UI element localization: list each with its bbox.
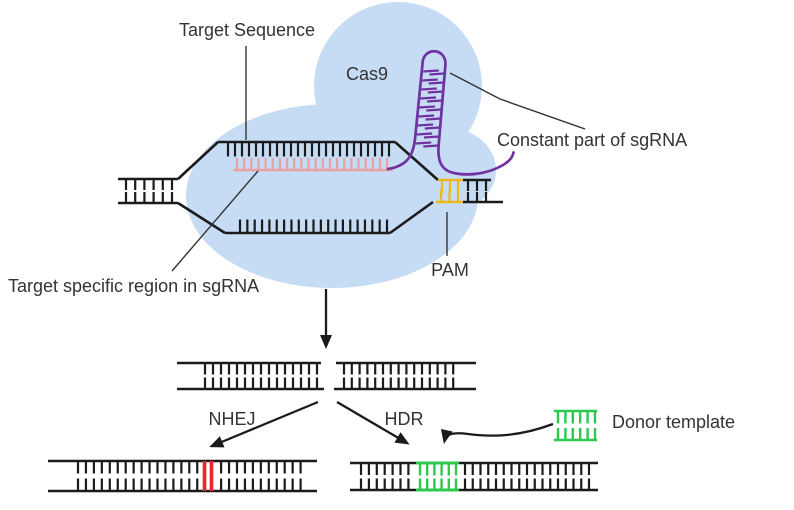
hairpin-rung	[423, 135, 440, 139]
hairpin-rung	[419, 105, 436, 109]
hairpin-rung	[416, 132, 433, 136]
hairpin-rung	[427, 90, 443, 94]
diagram-labels: Target Sequence Cas9 Constant part of sg…	[8, 20, 735, 432]
hairpin-rung	[417, 123, 434, 127]
donor-template-arrow	[440, 422, 554, 444]
strand-segment	[394, 141, 439, 181]
target-specific-pointer	[171, 170, 259, 272]
hairpin-rung	[424, 126, 440, 130]
nhej-result-dna	[48, 459, 317, 493]
hairpin-rung	[423, 69, 439, 73]
hdr-result-dna	[350, 461, 598, 492]
hairpin-rung	[427, 99, 443, 103]
hairpin-rung	[426, 108, 442, 112]
cut-dna	[177, 361, 476, 391]
hairpin-rung	[423, 144, 439, 148]
label-target-sequence: Target Sequence	[179, 20, 315, 40]
sgrna-target-strand	[233, 158, 393, 172]
label-hdr: HDR	[385, 409, 424, 429]
constant-sgrna-pointer	[449, 72, 586, 130]
hairpin-rung	[415, 141, 432, 145]
hairpin-rung	[418, 114, 435, 118]
hairpin-rung	[420, 96, 437, 100]
label-cas9: Cas9	[346, 64, 388, 84]
nhej-arrow	[209, 400, 319, 448]
hairpin-rung	[425, 117, 441, 121]
hairpin-rung	[422, 78, 438, 82]
hairpin-rung	[429, 72, 445, 76]
sgrna-hairpin-backbone	[386, 49, 515, 176]
donor-template-dna	[554, 409, 597, 442]
label-target-specific-sgrna: Target specific region in sgRNA	[8, 276, 259, 296]
strand-segment	[177, 201, 226, 235]
label-donor-template: Donor template	[612, 412, 735, 432]
genomic-dna	[118, 140, 503, 235]
process-arrows	[209, 289, 554, 448]
sgrna-hairpin	[386, 49, 515, 176]
pam-site	[436, 178, 463, 204]
sgrna-hairpin-rungs	[415, 69, 445, 148]
hairpin-rung	[421, 87, 437, 91]
strand-segment	[177, 141, 219, 180]
label-nhej: NHEJ	[208, 409, 255, 429]
strand-segment	[389, 200, 434, 235]
hairpin-rung	[428, 81, 444, 85]
label-pointers	[171, 46, 586, 272]
label-pam: PAM	[431, 260, 469, 280]
hdr-arrow	[336, 401, 410, 445]
label-constant-sgrna: Constant part of sgRNA	[497, 130, 687, 150]
